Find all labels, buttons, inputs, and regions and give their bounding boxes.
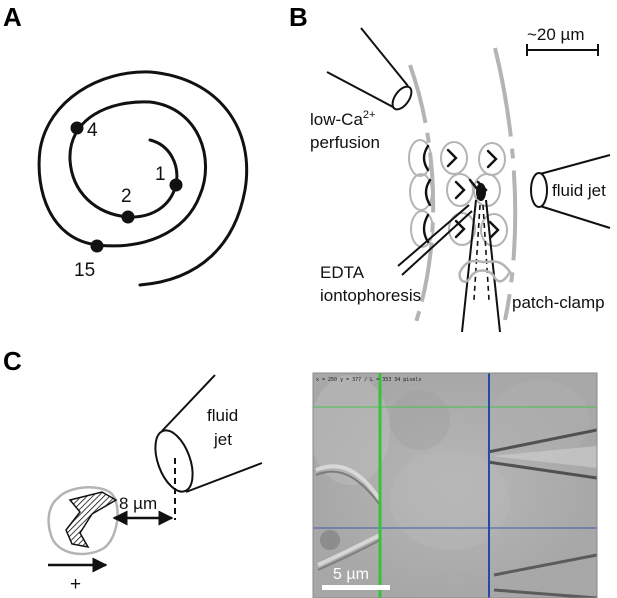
panel-c-letter: C bbox=[3, 346, 22, 376]
position-4-label: 4 bbox=[87, 120, 98, 141]
hair-bundles bbox=[422, 144, 500, 244]
panel-a-letter: A bbox=[3, 2, 22, 32]
patch-clamp-label: patch-clamp bbox=[512, 293, 605, 312]
position-1-dot bbox=[169, 178, 183, 192]
perfusion-label-line1: low-Ca2+ bbox=[310, 109, 375, 129]
cochlea-spiral bbox=[37, 70, 249, 287]
panel-c: C fluid jet 8 µm + bbox=[3, 346, 263, 595]
perfusion-label-line2: perfusion bbox=[310, 133, 380, 152]
edta-pipette bbox=[397, 204, 473, 276]
micrograph: x = 250 y = 377 / L = 353 34 pixels 5 µm bbox=[313, 373, 597, 598]
fluid-jet-label-b: fluid jet bbox=[552, 181, 606, 200]
position-15-dot bbox=[90, 239, 104, 253]
perfusion-pipette bbox=[326, 27, 413, 111]
micrograph-scale-label: 5 µm bbox=[333, 566, 369, 583]
scale-bar-label: ~20 µm bbox=[527, 25, 585, 44]
position-4-dot bbox=[70, 121, 84, 135]
fluid-jet-pipette-b bbox=[530, 154, 611, 229]
panel-a: A 4 1 2 15 bbox=[3, 2, 249, 287]
position-15-label: 15 bbox=[74, 260, 95, 281]
target-hair-bundle bbox=[476, 183, 486, 201]
direction-label: + bbox=[70, 574, 81, 595]
patch-clamp-pipette bbox=[458, 199, 512, 333]
position-2-label: 2 bbox=[121, 186, 132, 207]
position-1-label: 1 bbox=[155, 164, 166, 185]
scale-bar bbox=[526, 44, 599, 56]
distance-label: 8 µm bbox=[119, 494, 157, 513]
edta-label-line1: EDTA bbox=[320, 263, 365, 282]
hair-bundle-hatched bbox=[65, 491, 118, 549]
panel-b-letter: B bbox=[289, 2, 308, 32]
micrograph-border bbox=[312, 372, 598, 598]
fluid-jet-label-c-line2: jet bbox=[213, 430, 232, 449]
edta-label-line2: iontophoresis bbox=[320, 286, 421, 305]
tissue-boundary-right bbox=[493, 47, 518, 321]
fluid-jet-label-c-line1: fluid bbox=[207, 406, 238, 425]
hair-cell-grid bbox=[408, 139, 508, 248]
micrograph-scale-bar bbox=[322, 585, 390, 590]
micrograph-readout: x = 250 y = 377 / L = 353 34 pixels bbox=[316, 377, 421, 383]
panel-b: B ~20 µm bbox=[289, 2, 611, 333]
tissue-boundary-left bbox=[408, 64, 436, 326]
position-2-dot bbox=[121, 210, 135, 224]
fluid-jet-pipette-c bbox=[154, 374, 263, 520]
